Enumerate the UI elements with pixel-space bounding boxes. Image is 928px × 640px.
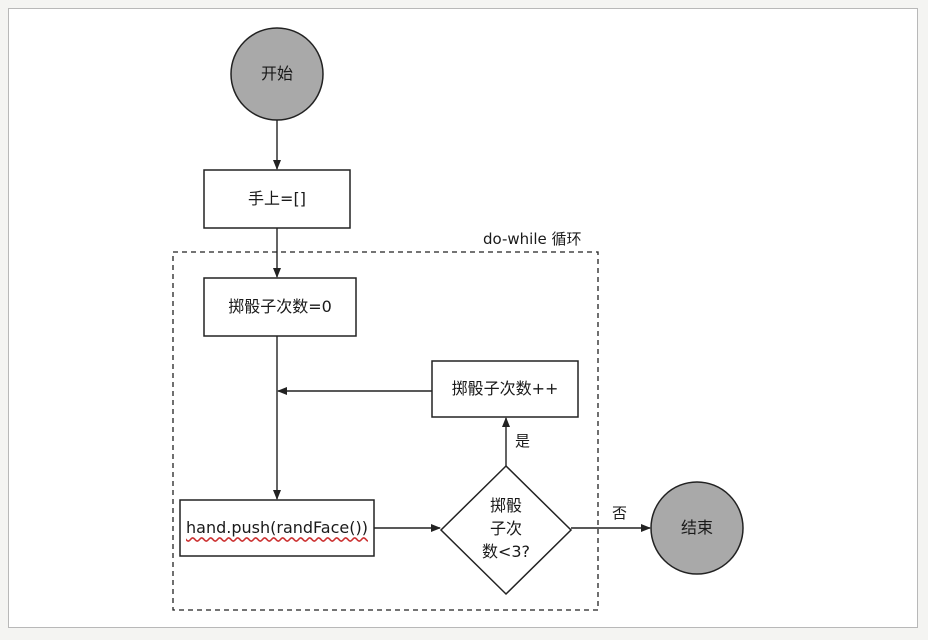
no-branch-label: 否 <box>612 504 628 522</box>
condition-line-3: 数<3? <box>481 542 531 561</box>
condition-diamond <box>439 464 573 596</box>
init-hand-box <box>203 169 351 229</box>
loop-region <box>172 251 599 611</box>
start-label: 开始 <box>260 64 293 84</box>
condition-label: 掷骰 子次 数<3? <box>466 494 546 563</box>
condition-line-1: 掷骰 <box>489 496 522 515</box>
init-hand-label: 手上=[] <box>248 189 306 209</box>
push-label: hand.push(randFace()) <box>186 518 368 538</box>
init-rolls-box <box>203 277 357 337</box>
yes-branch-label: 是 <box>515 432 531 450</box>
condition-line-2: 子次 <box>489 519 522 538</box>
init-rolls-label: 掷骰子次数=0 <box>228 297 332 317</box>
increment-box <box>431 360 579 418</box>
increment-label: 掷骰子次数++ <box>451 379 559 399</box>
loop-label: do-while 循环 <box>483 230 582 248</box>
end-node <box>650 481 744 575</box>
end-label: 结束 <box>680 518 713 538</box>
